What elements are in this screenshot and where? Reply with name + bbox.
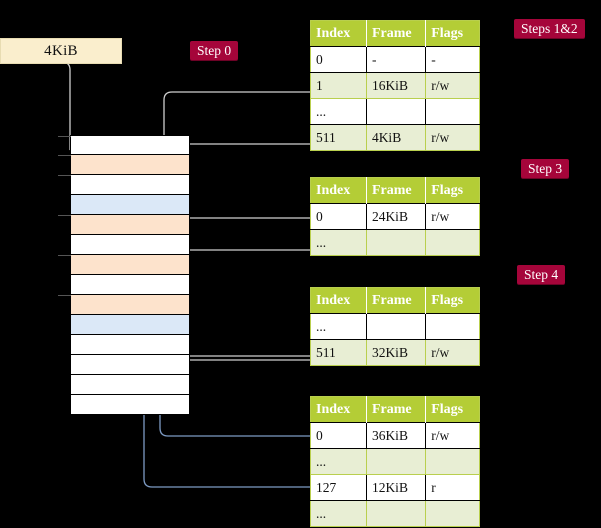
- step-4-badge: Step 4: [517, 265, 566, 284]
- table-cell-index: 1: [310, 72, 367, 99]
- table-cell-frame: 24KiB: [366, 203, 427, 230]
- table-cell-flags: r/w: [425, 339, 480, 366]
- memory-frame-row: [70, 275, 190, 295]
- table-cell-index: ...: [310, 98, 367, 125]
- memory-frame-row: [58, 215, 190, 235]
- memory-frame-row: [58, 255, 190, 275]
- source-page-box: 4KiB: [0, 38, 122, 64]
- memory-tick-mark: [58, 215, 71, 216]
- memory-frame-row: [58, 155, 190, 175]
- column-header-frame: Frame: [366, 177, 427, 204]
- table-cell-flags: r/w: [425, 203, 480, 230]
- column-header-frame: Frame: [366, 396, 427, 423]
- column-header-flags: Flags: [425, 177, 480, 204]
- table-cell-frame: [366, 98, 427, 125]
- memory-tick-mark: [58, 255, 71, 256]
- table-cell-index: 0: [310, 203, 367, 230]
- table-cell-index: 0: [310, 46, 367, 73]
- column-header-index: Index: [310, 396, 367, 423]
- memory-frame-row: [70, 315, 190, 335]
- memory-frame-row: [70, 195, 190, 215]
- physical-memory-column: [58, 135, 190, 415]
- table-cell-index: ...: [310, 313, 367, 340]
- memory-tick-mark: [58, 295, 71, 296]
- table-cell-flags: [425, 500, 480, 527]
- table-cell-flags: r/w: [425, 422, 480, 449]
- table-cell-frame: [366, 500, 427, 527]
- column-header-frame: Frame: [366, 20, 427, 47]
- table-row: ...: [310, 313, 480, 340]
- memory-frame-row: [70, 235, 190, 255]
- memory-frame-row: [58, 295, 190, 315]
- table-row: ...: [310, 229, 480, 256]
- source-page-label: 4KiB: [44, 42, 78, 59]
- table-cell-frame: [366, 313, 427, 340]
- step-0-badge: Step 0: [190, 41, 239, 60]
- memory-tick-mark: [58, 136, 71, 137]
- memory-frame-row: [58, 175, 190, 195]
- table-cell-index: ...: [310, 229, 367, 256]
- table-cell-flags: -: [425, 46, 480, 73]
- table-cell-index: ...: [310, 500, 367, 527]
- column-header-flags: Flags: [425, 287, 480, 314]
- table-cell-flags: r/w: [425, 124, 480, 151]
- column-header-flags: Flags: [425, 20, 480, 47]
- steps-1-2-badge: Steps 1&2: [514, 19, 585, 38]
- table-row: ...: [310, 98, 480, 125]
- column-header-index: Index: [310, 287, 367, 314]
- memory-frame-row: [70, 395, 190, 415]
- table-cell-frame: -: [366, 46, 427, 73]
- table-cell-flags: [425, 448, 480, 475]
- table-cell-frame: 32KiB: [366, 339, 427, 366]
- table-cell-frame: 36KiB: [366, 422, 427, 449]
- column-header-index: Index: [310, 177, 367, 204]
- memory-frame-row: [70, 355, 190, 375]
- table-cell-index: 511: [310, 339, 367, 366]
- table-cell-frame: 12KiB: [366, 474, 427, 501]
- table-row: ...: [310, 500, 480, 527]
- table-row: 0--: [310, 46, 480, 73]
- column-header-index: Index: [310, 20, 367, 47]
- step-3-badge: Step 3: [521, 159, 570, 178]
- table-cell-flags: [425, 229, 480, 256]
- memory-frame-row: [70, 375, 190, 395]
- table-cell-frame: 16KiB: [366, 72, 427, 99]
- table-cell-frame: 4KiB: [366, 124, 427, 151]
- table-cell-index: ...: [310, 448, 367, 475]
- memory-tick-mark: [58, 175, 71, 176]
- column-header-frame: Frame: [366, 287, 427, 314]
- table-cell-flags: [425, 313, 480, 340]
- memory-frame-row: [58, 135, 190, 155]
- table-cell-index: 127: [310, 474, 367, 501]
- table-cell-frame: [366, 448, 427, 475]
- table-cell-frame: [366, 229, 427, 256]
- column-header-flags: Flags: [425, 396, 480, 423]
- table-cell-flags: [425, 98, 480, 125]
- table-cell-index: 0: [310, 422, 367, 449]
- table-cell-flags: r: [425, 474, 480, 501]
- table-cell-index: 511: [310, 124, 367, 151]
- table-cell-flags: r/w: [425, 72, 480, 99]
- memory-tick-mark: [58, 155, 71, 156]
- table-row: ...: [310, 448, 480, 475]
- memory-frame-row: [70, 335, 190, 355]
